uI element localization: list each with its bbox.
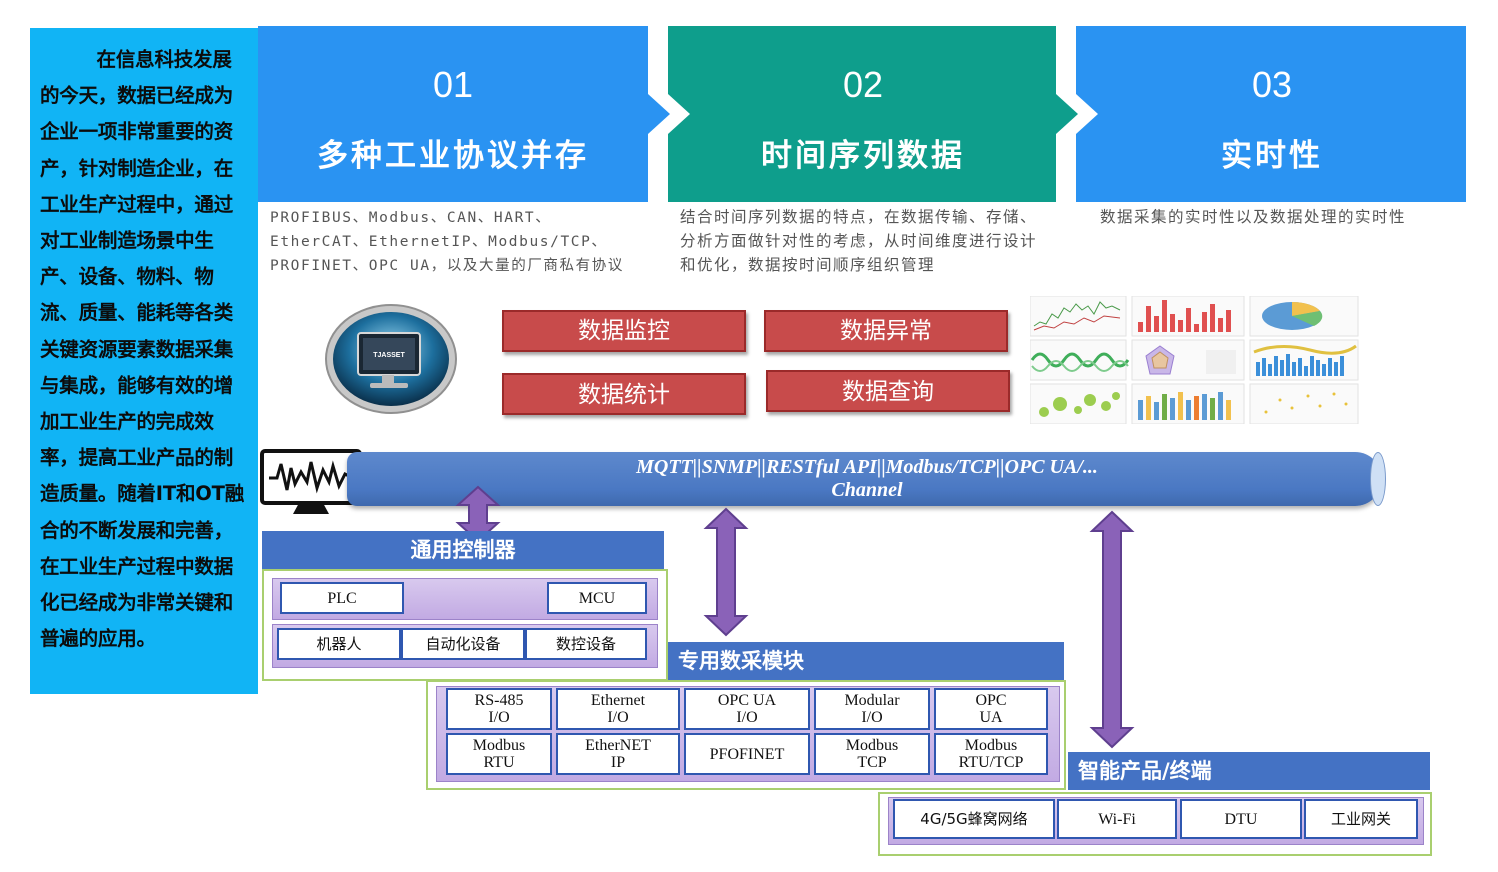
- feature-desc-1: PROFIBUS、Modbus、CAN、HART、EtherCAT、Ethern…: [270, 210, 624, 274]
- module-modbus-tcp: Modbus TCP: [814, 733, 930, 775]
- terminal-industrial-gateway: 工业网关: [1304, 799, 1418, 839]
- terminal-wifi: Wi-Fi: [1057, 799, 1177, 839]
- module-profinet: PFOFINET: [684, 733, 810, 775]
- feature-card-1: 01 多种工业协议并存: [258, 26, 648, 202]
- terminal-cellular-network: 4G/5G蜂窝网络: [893, 799, 1055, 839]
- monitor-logo-icon: TJASSET: [324, 303, 458, 415]
- terminal-group-title: 智能产品/终端: [1068, 752, 1430, 790]
- feature-number: 02: [842, 64, 884, 105]
- module-modbus-rtu-tcp: Modbus RTU/TCP: [934, 733, 1048, 775]
- intro-text: 在信息科技发展的今天，数据已经成为企业一项非常重要的资产，针对制造企业，在工业生…: [40, 48, 245, 651]
- feature-number: 03: [1251, 64, 1293, 105]
- intro-panel: 在信息科技发展的今天，数据已经成为企业一项非常重要的资产，针对制造企业，在工业生…: [30, 28, 258, 694]
- data-monitor-button[interactable]: 数据监控: [502, 310, 746, 352]
- module-modbus-rtu: Modbus RTU: [446, 733, 552, 775]
- channel-protocols-text: MQTT||SNMP||RESTful API||Modbus/TCP||OPC…: [636, 456, 1098, 478]
- data-query-button[interactable]: 数据查询: [766, 370, 1010, 412]
- module-ethernet-ip: EtherNET IP: [556, 733, 680, 775]
- waveform-monitor-icon: [259, 448, 363, 520]
- data-anomaly-button[interactable]: 数据异常: [764, 310, 1008, 352]
- terminal-dtu: DTU: [1180, 799, 1302, 839]
- data-statistics-button[interactable]: 数据统计: [502, 373, 746, 415]
- module-ethernet-io: Ethernet I/O: [556, 688, 680, 730]
- controller-mcu: MCU: [547, 582, 647, 614]
- module-opc-ua: OPC UA: [934, 688, 1048, 730]
- module-group-title: 专用数采模块: [668, 642, 1064, 680]
- protocol-channel-bar: MQTT||SNMP||RESTful API||Modbus/TCP||OPC…: [347, 452, 1386, 506]
- module-modular-io: Modular I/O: [814, 688, 930, 730]
- feature-title: 时间序列数据: [761, 138, 965, 174]
- feature-title: 多种工业协议并存: [317, 138, 589, 174]
- module-rs485-io: RS-485 I/O: [446, 688, 552, 730]
- logo-brand-text: TJASSET: [373, 352, 405, 359]
- controller-robot: 机器人: [277, 628, 401, 660]
- channel-label: Channel: [831, 479, 903, 501]
- chart-thumbnails-image: [1029, 295, 1360, 425]
- controller-group-title: 通用控制器: [262, 531, 664, 569]
- channel-end-cap: [1370, 452, 1386, 506]
- module-opcua-io: OPC UA I/O: [684, 688, 810, 730]
- feature-desc-2: 结合时间序列数据的特点，在数据传输、存储、分析方面做针对性的考虑，从时间维度进行…: [680, 208, 1038, 274]
- feature-card-2: 02 时间序列数据: [668, 26, 1058, 202]
- controller-automation-equipment: 自动化设备: [401, 628, 525, 660]
- feature-number: 01: [432, 64, 474, 105]
- feature-header-shapes: [258, 26, 1466, 202]
- controller-cnc-equipment: 数控设备: [525, 628, 647, 660]
- feature-desc-3: 数据采集的实时性以及数据处理的实时性: [1100, 208, 1407, 226]
- controller-plc: PLC: [280, 582, 404, 614]
- feature-card-3: 03 实时性: [1078, 26, 1466, 202]
- feature-title: 实时性: [1221, 138, 1323, 174]
